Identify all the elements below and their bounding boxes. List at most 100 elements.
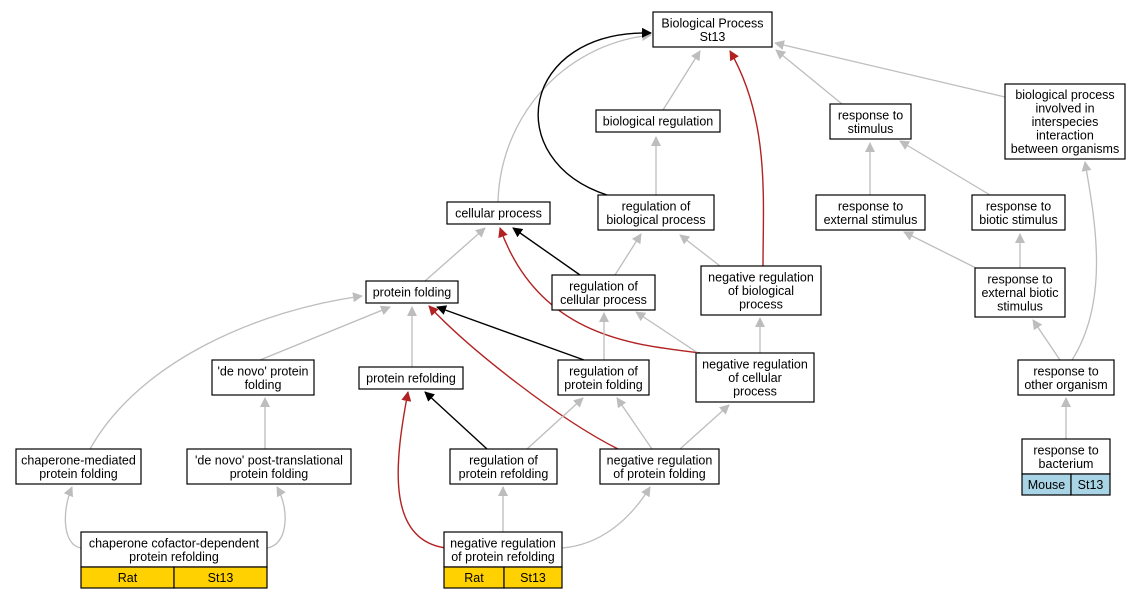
node-label-line: response to <box>1033 364 1098 378</box>
edge-resp_other-to-interspecies <box>1071 161 1098 361</box>
node-box <box>365 280 459 304</box>
node-label-line: of biological <box>728 284 794 298</box>
edge-interspecies-to-root <box>774 40 1006 98</box>
edge-neg_reg_fold-to-neg_reg_cell <box>679 404 730 450</box>
edge-neg_reg_refold-to-neg_reg_fold <box>561 486 651 549</box>
node-label-line: between organisms <box>1011 142 1119 156</box>
node-box <box>595 109 721 133</box>
species-tag-cell <box>1070 473 1111 496</box>
node-label-line: biological process <box>1015 88 1114 102</box>
species-tag: Mouse <box>1028 478 1066 492</box>
edge-resp_ext_biotic-to-resp_ext <box>903 231 981 271</box>
node-box <box>446 201 551 225</box>
node-label-line: protein folding <box>39 467 118 481</box>
node-box <box>358 366 464 390</box>
edge-neg_reg_cell-to-reg_cell <box>635 311 699 354</box>
node-label-line: regulation of <box>569 364 638 378</box>
edge-bioreg-to-root <box>662 50 701 111</box>
edge-reg_fold-to-protfold <box>436 305 585 361</box>
node-label-line: of cellular <box>728 371 782 385</box>
node-label-line: protein refolding <box>459 467 549 481</box>
node-box <box>597 194 715 231</box>
node-box <box>1017 359 1115 396</box>
edge-protfold-to-cellproc <box>424 227 486 282</box>
node-label-line: Biological Process <box>661 16 763 30</box>
node-label-line: 'de novo' protein <box>218 364 309 378</box>
gene-tag: St13 <box>208 571 234 585</box>
node-box <box>557 359 650 396</box>
node-box <box>829 103 912 140</box>
edge-denovo-to-protfold <box>259 305 391 361</box>
node-box <box>186 448 352 485</box>
species-tag: Rat <box>464 571 484 585</box>
edge-reg_cell-to-reg_bio <box>614 233 642 276</box>
node-box <box>80 531 268 568</box>
node-box <box>15 448 142 485</box>
node-label-line: cellular process <box>560 293 647 307</box>
node-label-line: negative regulation <box>708 271 814 285</box>
species-tag-cell <box>503 566 563 589</box>
node-label-line: response to <box>986 199 1051 213</box>
node-label-line: negative regulation <box>450 536 556 550</box>
node-bioreg[interactable]: biological regulation <box>595 109 721 133</box>
node-label-line: response to <box>838 199 903 213</box>
node-label-line: chaperone-mediated <box>21 453 136 467</box>
species-tag: Rat <box>118 571 138 585</box>
edge-reg_refold-to-reg_fold <box>526 397 584 450</box>
node-label-line: regulation of <box>469 453 538 467</box>
node-refold[interactable]: protein refolding <box>358 366 464 390</box>
node-box <box>971 194 1066 231</box>
node-label-line: biological process <box>606 213 705 227</box>
edge-resp_other-to-resp_ext_biotic <box>1032 319 1061 361</box>
node-label-line: protein folding <box>230 467 309 481</box>
node-label-line: stimulus <box>848 122 894 136</box>
node-protfold[interactable]: protein folding <box>365 280 459 304</box>
node-label-line: of protein folding <box>613 467 705 481</box>
node-box <box>1004 83 1126 160</box>
node-label-line: external stimulus <box>824 213 918 227</box>
node-label-line: negative regulation <box>702 358 808 372</box>
edges-layer <box>63 27 1098 549</box>
node-box <box>449 448 558 485</box>
node-box <box>1021 438 1111 475</box>
edge-cellproc-to-root <box>497 31 652 203</box>
node-label-line: biological regulation <box>603 115 714 129</box>
node-label-line: 'de novo' post-translational <box>195 453 343 467</box>
edge-reg_bio-to-root <box>537 27 652 196</box>
node-box <box>974 267 1066 318</box>
node-label-line: response to <box>838 108 903 122</box>
node-label-line: involved in <box>1035 102 1094 116</box>
edge-chap_cof-to-denovo_post <box>266 486 286 549</box>
node-label-line: protein folding <box>564 378 643 392</box>
edge-neg_reg_refold-to-refold <box>397 391 447 549</box>
edge-neg_reg_bio-to-reg_bio <box>679 234 721 267</box>
node-label-line: external biotic <box>981 286 1058 300</box>
node-label-line: protein refolding <box>129 550 219 564</box>
edge-reg_cell-to-cellproc <box>512 227 581 276</box>
node-label-line: bacterium <box>1039 457 1094 471</box>
node-cellproc[interactable]: cellular process <box>446 201 551 225</box>
edge-neg_reg_bio-to-root <box>729 50 765 267</box>
edge-neg_reg_fold-to-reg_fold <box>616 397 653 450</box>
